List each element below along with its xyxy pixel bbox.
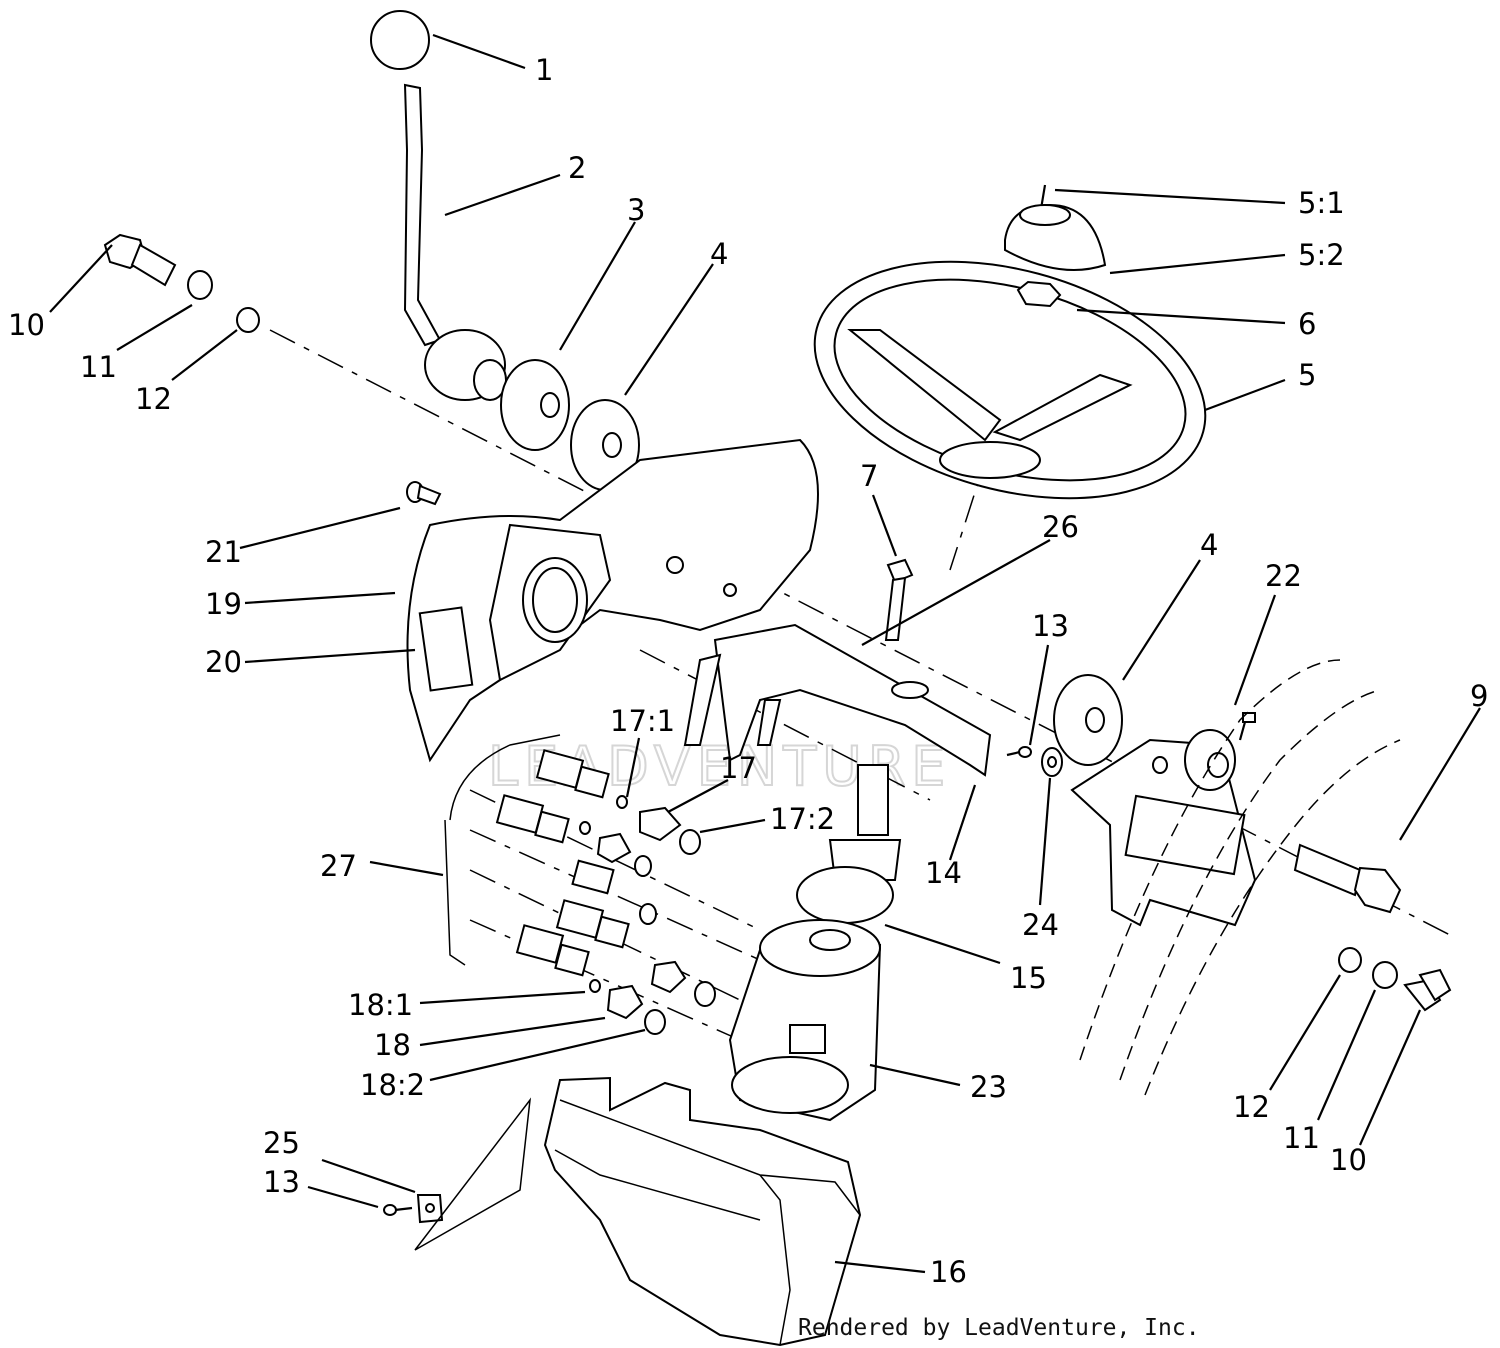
callout-27: 27 <box>320 849 357 883</box>
nut-25-part <box>383 1194 444 1224</box>
callout-18: 18 <box>374 1028 411 1062</box>
bracket-part <box>683 623 992 777</box>
callout-16: 16 <box>930 1255 967 1289</box>
callout-1: 1 <box>535 53 553 87</box>
callout-17: 17 <box>720 751 757 785</box>
callout-5: 5 <box>1298 358 1316 392</box>
callout-25: 25 <box>263 1126 300 1160</box>
callout-4-lower: 4 <box>1200 528 1218 562</box>
callout-14: 14 <box>925 856 962 890</box>
callout-6: 6 <box>1298 307 1316 341</box>
callout-20: 20 <box>205 645 242 679</box>
callout-11-right: 11 <box>1283 1121 1320 1155</box>
callout-5-1: 5:1 <box>1298 186 1345 220</box>
screw-21-part <box>406 481 442 506</box>
screw-13-part <box>1006 746 1032 758</box>
callout-17-2: 17:2 <box>770 802 835 836</box>
cover-part <box>543 1076 862 1347</box>
valve-assembly-part <box>444 734 716 1035</box>
callout-10-left: 10 <box>8 308 45 342</box>
callout-15: 15 <box>1010 961 1047 995</box>
callout-18-1: 18:1 <box>348 988 413 1022</box>
shift-lever-part <box>370 10 507 401</box>
callout-7: 7 <box>860 459 878 493</box>
callout-4-upper: 4 <box>710 237 728 271</box>
callout-9: 9 <box>1470 679 1488 713</box>
washer-24-part <box>1041 747 1063 777</box>
hydraulic-motor-part <box>728 919 882 1122</box>
mounting-plate-part <box>406 438 819 763</box>
bolt-set-right <box>1338 947 1452 1012</box>
steering-wheel-part <box>813 260 1207 500</box>
wheel-cap-parts <box>1004 184 1107 308</box>
washer-parts <box>500 359 1123 766</box>
callout-labels: 1 2 3 4 5:1 5:2 6 5 10 11 12 7 26 21 19 … <box>8 53 1488 1289</box>
callout-22: 22 <box>1265 559 1302 593</box>
bolt-9-part <box>1293 843 1402 914</box>
bolt-7-part <box>884 558 914 641</box>
callout-18-2: 18:2 <box>360 1068 425 1102</box>
screw-22-part <box>1238 712 1256 741</box>
callout-2: 2 <box>568 151 586 185</box>
callout-19: 19 <box>205 587 242 621</box>
callout-26: 26 <box>1042 510 1079 544</box>
callout-24: 24 <box>1022 908 1059 942</box>
callout-10-right: 10 <box>1330 1143 1367 1177</box>
callout-13-upper: 13 <box>1032 609 1069 643</box>
callout-11-left: 11 <box>80 350 117 384</box>
callout-13-lower: 13 <box>263 1165 300 1199</box>
background-arcs <box>414 659 1401 1251</box>
callout-12-right: 12 <box>1233 1090 1270 1124</box>
callout-23: 23 <box>970 1070 1007 1104</box>
steering-column-part <box>796 764 902 924</box>
bolt-set-left <box>103 233 260 333</box>
pivot-bracket-part <box>1070 729 1257 927</box>
callout-3: 3 <box>627 193 645 227</box>
callout-12-left: 12 <box>135 382 172 416</box>
callout-17-1: 17:1 <box>610 704 675 738</box>
callout-5-2: 5:2 <box>1298 238 1345 272</box>
callout-21: 21 <box>205 535 242 569</box>
credit-text: Rendered by LeadVenture, Inc. <box>798 1315 1200 1341</box>
leader-lines <box>49 33 1481 1274</box>
